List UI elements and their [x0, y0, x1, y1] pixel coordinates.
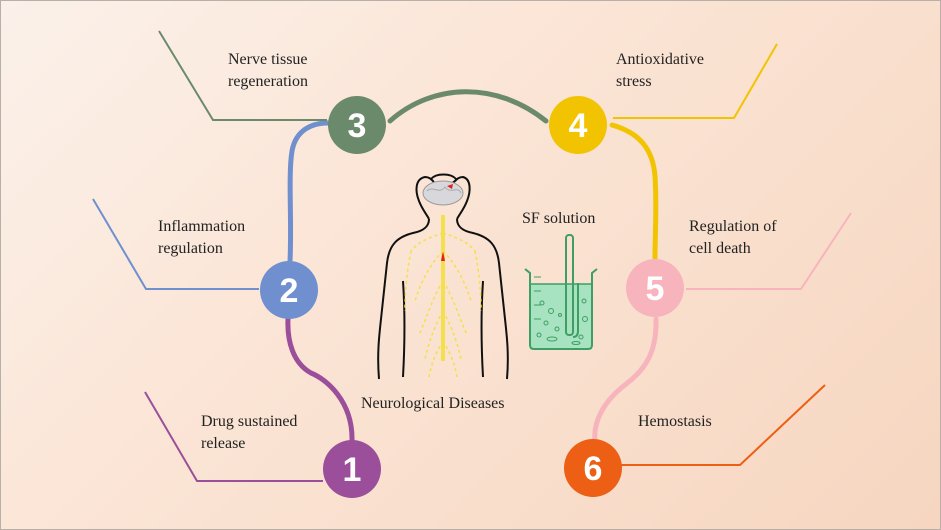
center-title: Neurological Diseases	[361, 395, 505, 412]
label-node-3-line2: regeneration	[228, 73, 308, 90]
label-node-1-line2: release	[201, 435, 246, 452]
node-number-6: 6	[584, 450, 603, 488]
label-node-4-line1: Antioxidative	[616, 51, 704, 68]
human-head	[415, 175, 471, 220]
label-node-4-line2: stress	[616, 73, 652, 90]
label-node-2-line2: regulation	[158, 240, 223, 257]
label-node-3: Nerve tissue regeneration	[228, 49, 308, 93]
label-node-3-line1: Nerve tissue	[228, 51, 308, 68]
node-1: 1	[323, 440, 381, 498]
label-node-2-line1: Inflammation	[158, 218, 246, 235]
callout-line-3	[158, 30, 327, 121]
callout-line-5	[686, 212, 852, 290]
node-5: 5	[626, 259, 684, 317]
connector-2-3	[287, 120, 331, 264]
callout-line-6	[621, 384, 826, 466]
connector-5-6	[592, 316, 659, 444]
callout-line-2	[92, 198, 259, 290]
connector-3-4	[387, 89, 549, 124]
callout-line-1	[144, 391, 323, 482]
node-2: 2	[260, 261, 318, 319]
label-node-5-line2: cell death	[689, 240, 751, 257]
node-number-1: 1	[343, 451, 362, 489]
label-node-1: Drug sustained release	[201, 411, 297, 455]
label-node-1-line1: Drug sustained	[201, 413, 298, 430]
node-number-4: 4	[569, 107, 588, 145]
connectors	[285, 89, 659, 444]
lesion-spine	[441, 251, 445, 261]
connector-1-2	[285, 316, 355, 444]
label-node-4: Antioxidative stress	[616, 49, 704, 93]
callout-line-4	[613, 43, 778, 119]
node-6: 6	[564, 439, 622, 497]
callout-lines	[92, 30, 852, 482]
label-node-6: Hemostasis	[638, 411, 712, 433]
connector-4-5	[609, 122, 659, 261]
label-node-5: Regulation of cell death	[689, 216, 777, 260]
label-node-6-line1: Hemostasis	[638, 413, 712, 430]
human-nervous-system-illustration	[377, 173, 509, 380]
node-number-3: 3	[348, 107, 367, 145]
lesion-marker	[447, 184, 453, 189]
node-4: 4	[549, 96, 607, 154]
node-3: 3	[328, 96, 386, 154]
beaker-glass	[524, 268, 598, 350]
label-node-2: Inflammation regulation	[158, 216, 245, 260]
beaker-label: SF solution	[522, 210, 596, 227]
label-node-5-line1: Regulation of	[689, 218, 777, 235]
node-number-5: 5	[646, 270, 665, 308]
node-number-2: 2	[280, 272, 299, 310]
beaker-illustration	[524, 234, 598, 350]
